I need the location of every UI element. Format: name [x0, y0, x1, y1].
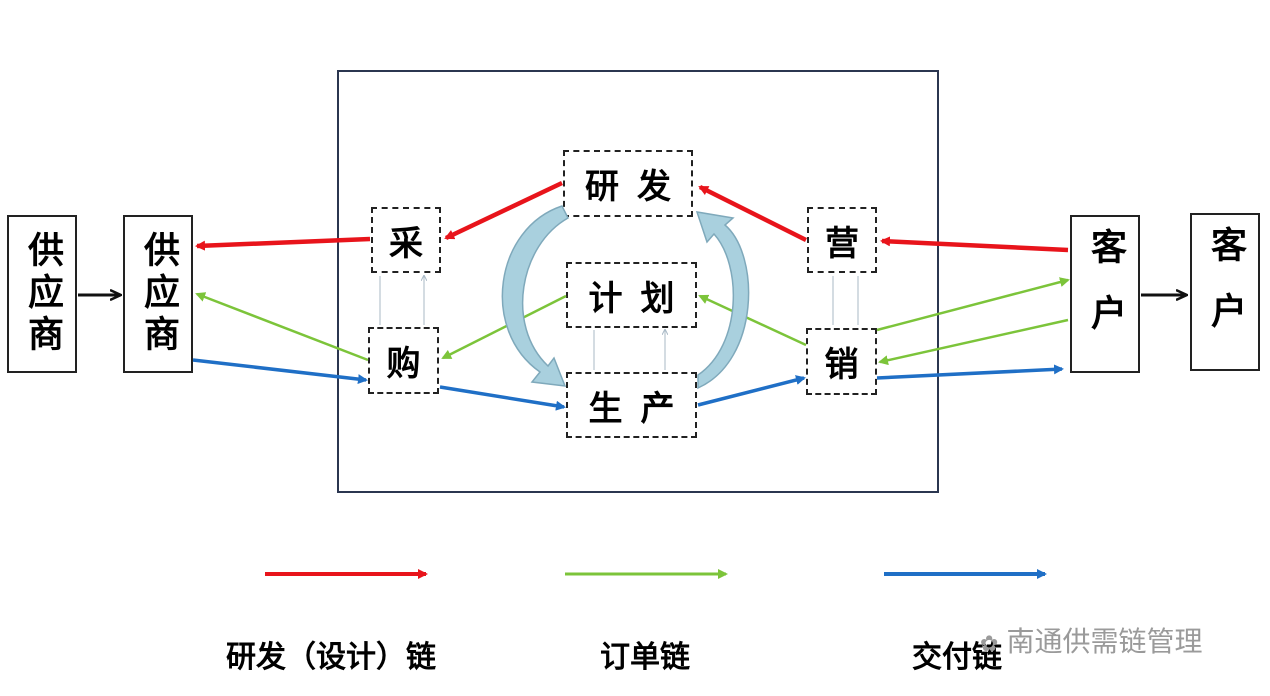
- supplier-outer-label: 供应商: [22, 231, 63, 357]
- marketing-bottom-label: 销: [824, 345, 859, 385]
- order-arrow-marketing-to-customer: [876, 277, 1070, 332]
- production-label: 生产: [588, 388, 693, 429]
- order-arrow-procure-to-supplier: [195, 292, 369, 362]
- cycle-arrow-rd-to-production: [501, 205, 569, 387]
- delivery-arrow-procure-to-production: [439, 385, 566, 411]
- supplier-outer-box: 供应商: [7, 215, 77, 373]
- rd-arrow-procure-to-supplier: [195, 236, 371, 251]
- cycle-arrow-production-to-rd: [695, 211, 750, 390]
- legend-rd-label: 研发（设计）链: [226, 640, 436, 675]
- legend-order-label: 订单链: [600, 640, 690, 675]
- order-arrow-customer-to-marketing: [878, 318, 1069, 366]
- delivery-arrow-marketing-to-customer: [876, 364, 1064, 380]
- procure-top-label: 采: [389, 223, 423, 264]
- delivery-arrow-supplier-to-procure: [192, 358, 368, 385]
- rd-node: 研发: [563, 150, 693, 217]
- plan-label: 计划: [588, 278, 693, 319]
- rd-arrow-customer-to-marketing: [880, 236, 1069, 253]
- customer-inner-box: 客户: [1070, 215, 1140, 373]
- marketing-top-label: 营: [825, 223, 859, 264]
- order-arrow-marketing-to-plan: [698, 294, 807, 347]
- rd-arrow-rd-to-procure: [444, 180, 563, 241]
- procure-bottom-label: 购: [386, 344, 421, 384]
- supplier-inner-box: 供应商: [123, 215, 193, 373]
- rd-label: 研发: [585, 167, 689, 207]
- procure-bottom-node: 购: [368, 327, 439, 394]
- enterprise-boundary: [337, 70, 939, 493]
- marketing-bottom-node: 销: [806, 328, 877, 395]
- rd-arrow-marketing-to-rd: [698, 184, 808, 243]
- wechat-icon: ✿: [980, 632, 999, 657]
- watermark: ✿ 南通供需链管理: [980, 620, 1202, 660]
- production-node: 生产: [566, 372, 697, 438]
- customer-inner-label: 客户: [1085, 228, 1126, 360]
- customer-outer-label: 客户: [1205, 226, 1246, 358]
- delivery-arrow-production-to-marketing: [697, 375, 806, 407]
- customer-outer-box: 客户: [1190, 213, 1260, 371]
- order-arrow-plan-to-procure: [441, 294, 567, 360]
- legend-delivery-label: 交付链: [912, 640, 1002, 675]
- marketing-top-node: 营: [807, 207, 877, 273]
- plan-node: 计划: [566, 262, 697, 328]
- watermark-text: 南通供需链管理: [1006, 625, 1203, 658]
- supplier-inner-label: 供应商: [138, 231, 179, 357]
- procure-top-node: 采: [371, 207, 441, 273]
